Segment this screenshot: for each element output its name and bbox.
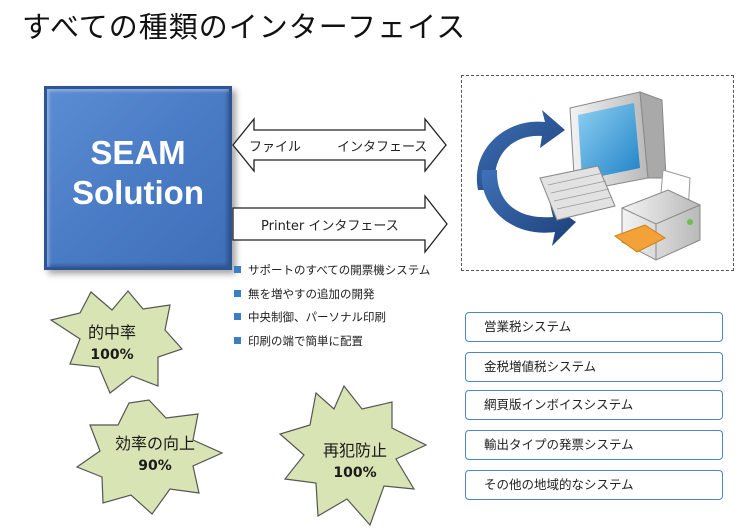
star-accuracy-label: 的中率: [87, 323, 136, 342]
star-recidivism: [278, 384, 428, 527]
star-efficiency: [75, 399, 224, 515]
system-box-sales-tax: 営業税システム: [465, 312, 723, 342]
feature-list: サポートのすべての開票機システム 無を増やすの追加の開発 中央制御、パーソナル印…: [234, 262, 430, 356]
printer-icon: [613, 169, 701, 261]
star-efficiency-label: 効率の向上: [114, 434, 195, 453]
seam-title-line2: Solution: [72, 174, 204, 211]
file-arrow-label-right: インタフェース: [337, 140, 428, 155]
system-box-export-invoice: 輸出タイプの発票システム: [465, 430, 723, 460]
cycle-arrow-icon: [476, 110, 576, 246]
system-box-vat: 金税増値税システム: [465, 352, 723, 382]
star-accuracy: [49, 290, 184, 394]
star-accuracy-value: 100%: [90, 347, 134, 363]
device-panel: [461, 75, 734, 271]
list-item: サポートのすべての開票機システム: [234, 262, 430, 286]
seam-solution-box: SEAM Solution: [44, 86, 232, 270]
list-item: 無を増やすの追加の開発: [234, 286, 430, 310]
file-arrow-label-left: ファイル: [249, 140, 302, 155]
system-box-web-invoice: 網頁版インボイスシステム: [465, 390, 723, 420]
page-title: すべての種類のインターフェイス: [22, 10, 467, 44]
system-box-regional: その他の地域的なシステム: [465, 470, 723, 500]
seam-title-line1: SEAM: [90, 134, 186, 171]
star-efficiency-value: 90%: [138, 458, 172, 474]
star-recidivism-label: 再犯防止: [322, 441, 387, 460]
list-item: 印刷の端で簡単に配置: [234, 333, 430, 357]
printer-arrow-label: Printer インタフェース: [261, 219, 399, 234]
file-interface-arrow: [232, 117, 447, 173]
list-item: 中央制御、パーソナル印刷: [234, 309, 430, 333]
printer-interface-arrow: [232, 194, 448, 254]
computer-icon: [539, 91, 667, 221]
star-recidivism-value: 100%: [333, 465, 377, 481]
